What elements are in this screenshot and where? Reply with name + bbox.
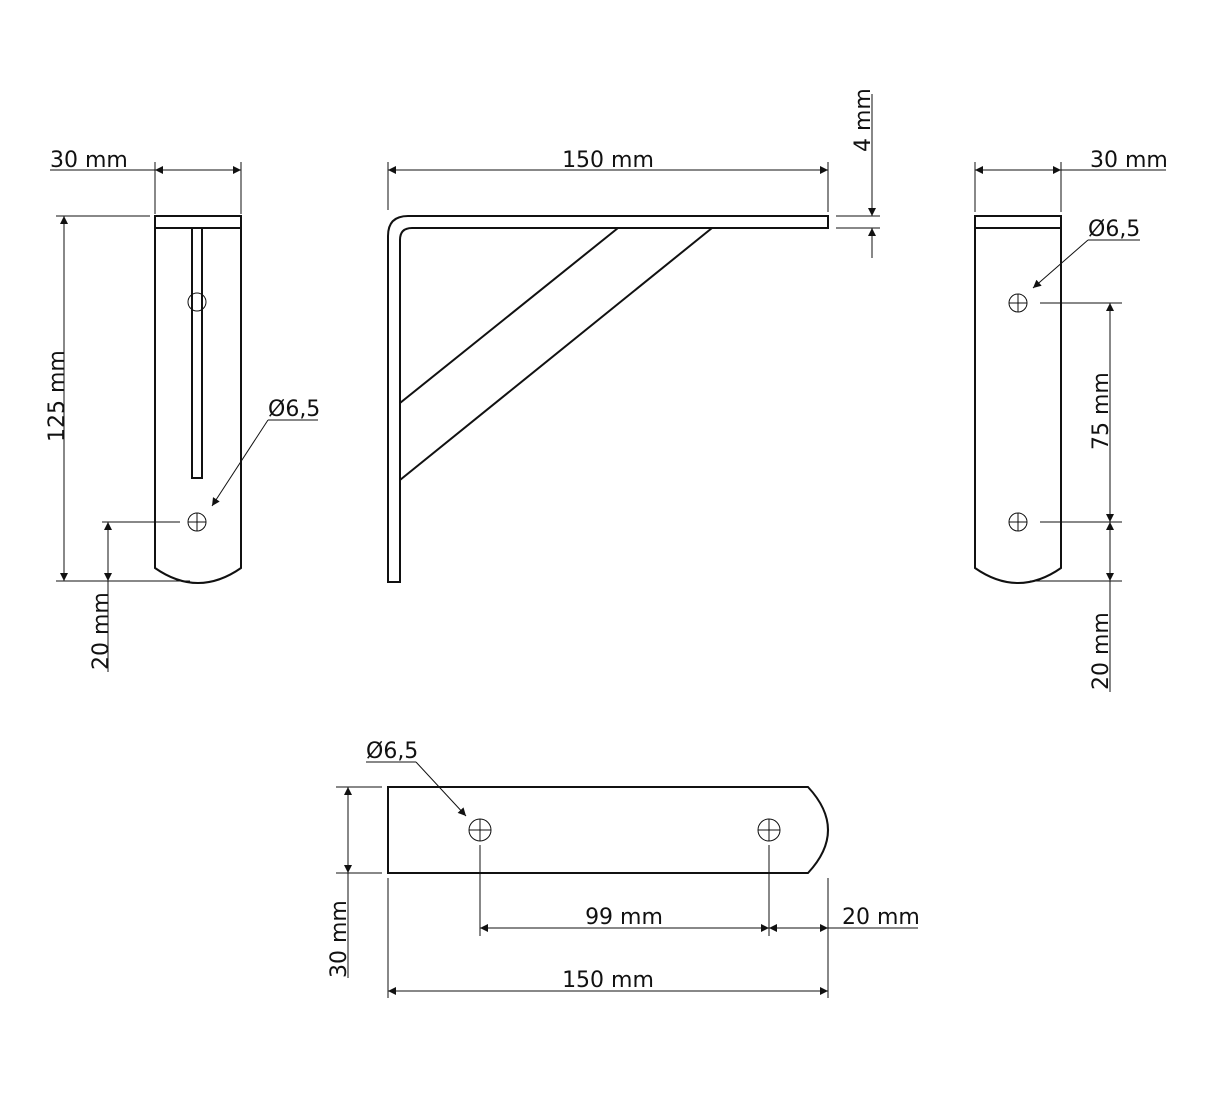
right-hole-label: Ø6,5: [1088, 217, 1140, 242]
left-view-upper-hole: [187, 292, 207, 312]
bottom-view: Ø6,5 30 mm 99 mm 20 mm 150 mm: [327, 739, 920, 998]
bottom-view-right-hole: [757, 818, 781, 842]
left-view: 30 mm 125 mm 20 mm Ø6,5: [45, 148, 320, 672]
left-bottom-label: 20 mm: [89, 592, 114, 670]
thickness-label: 4 mm: [851, 88, 876, 152]
right-view-outline: [974, 228, 1062, 584]
bottom-length-label: 150 mm: [562, 968, 654, 993]
bottom-view-outline: [387, 786, 829, 874]
right-width-label: 30 mm: [1090, 148, 1168, 173]
right-spacing-label: 75 mm: [1089, 372, 1114, 450]
top-length-label: 150 mm: [562, 148, 654, 173]
left-view-outline: [154, 228, 242, 584]
bottom-height-label: 30 mm: [327, 900, 352, 978]
right-view-lower-hole: [1008, 512, 1028, 532]
right-view-top-flange: [974, 215, 1062, 229]
side-view-bracket: [387, 215, 829, 583]
side-view: 150 mm 4 mm: [387, 88, 880, 583]
bottom-spacing-label: 99 mm: [585, 905, 663, 930]
side-view-brace-bottom: [399, 227, 713, 481]
side-view-brace-top: [399, 227, 619, 404]
left-width-label: 30 mm: [50, 148, 128, 173]
bottom-hole-label: Ø6,5: [366, 739, 418, 764]
right-bottom-label: 20 mm: [1089, 612, 1114, 690]
bottom-end-label: 20 mm: [842, 905, 920, 930]
left-view-hole: [187, 512, 207, 532]
left-view-slot: [191, 227, 203, 479]
left-height-label: 125 mm: [45, 350, 70, 442]
bottom-view-left-hole: [468, 818, 492, 842]
right-view-upper-hole: [1008, 293, 1028, 313]
left-view-top-flange: [154, 215, 242, 229]
left-hole-label: Ø6,5: [268, 397, 320, 422]
right-view: 30 mm Ø6,5 75 mm 20 mm: [974, 148, 1168, 692]
